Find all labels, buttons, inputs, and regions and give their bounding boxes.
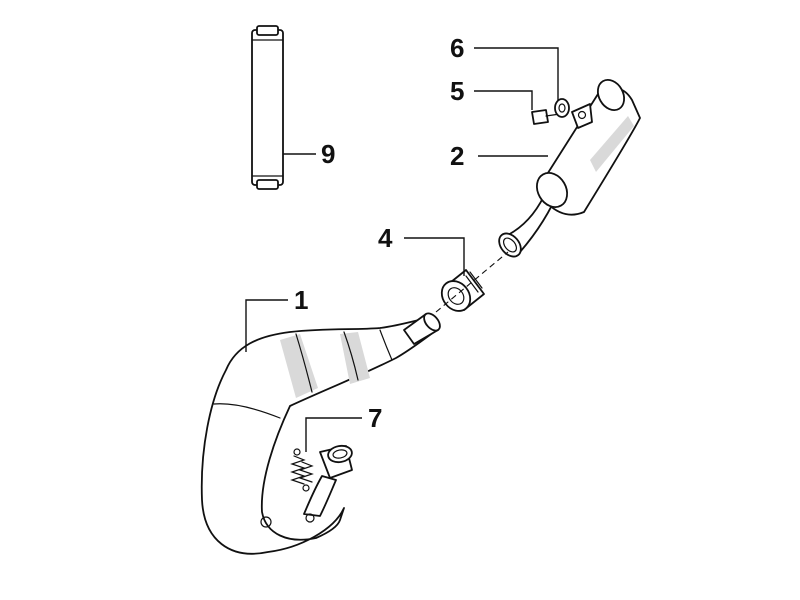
leader-line-4 (404, 237, 465, 276)
callout-2: 2 (450, 141, 464, 171)
leader-line-1 (245, 299, 288, 352)
callout-1: 1 (294, 285, 308, 315)
callout-7: 7 (368, 403, 382, 433)
leader-line-7 (305, 417, 362, 452)
silencer-packing-roll (251, 25, 284, 190)
callout-4: 4 (378, 223, 393, 253)
exhaust-seal-ring (440, 269, 485, 312)
silencer-muffler (498, 79, 641, 258)
callout-6: 6 (450, 33, 464, 63)
callout-9: 9 (321, 139, 335, 169)
leader-line-5 (474, 90, 533, 110)
alignment-line (435, 251, 509, 313)
expansion-chamber (200, 312, 441, 555)
leader-line-6 (474, 47, 559, 100)
callout-5: 5 (450, 76, 464, 106)
exhaust-springs (290, 448, 314, 492)
rubber-grommet (554, 98, 570, 118)
